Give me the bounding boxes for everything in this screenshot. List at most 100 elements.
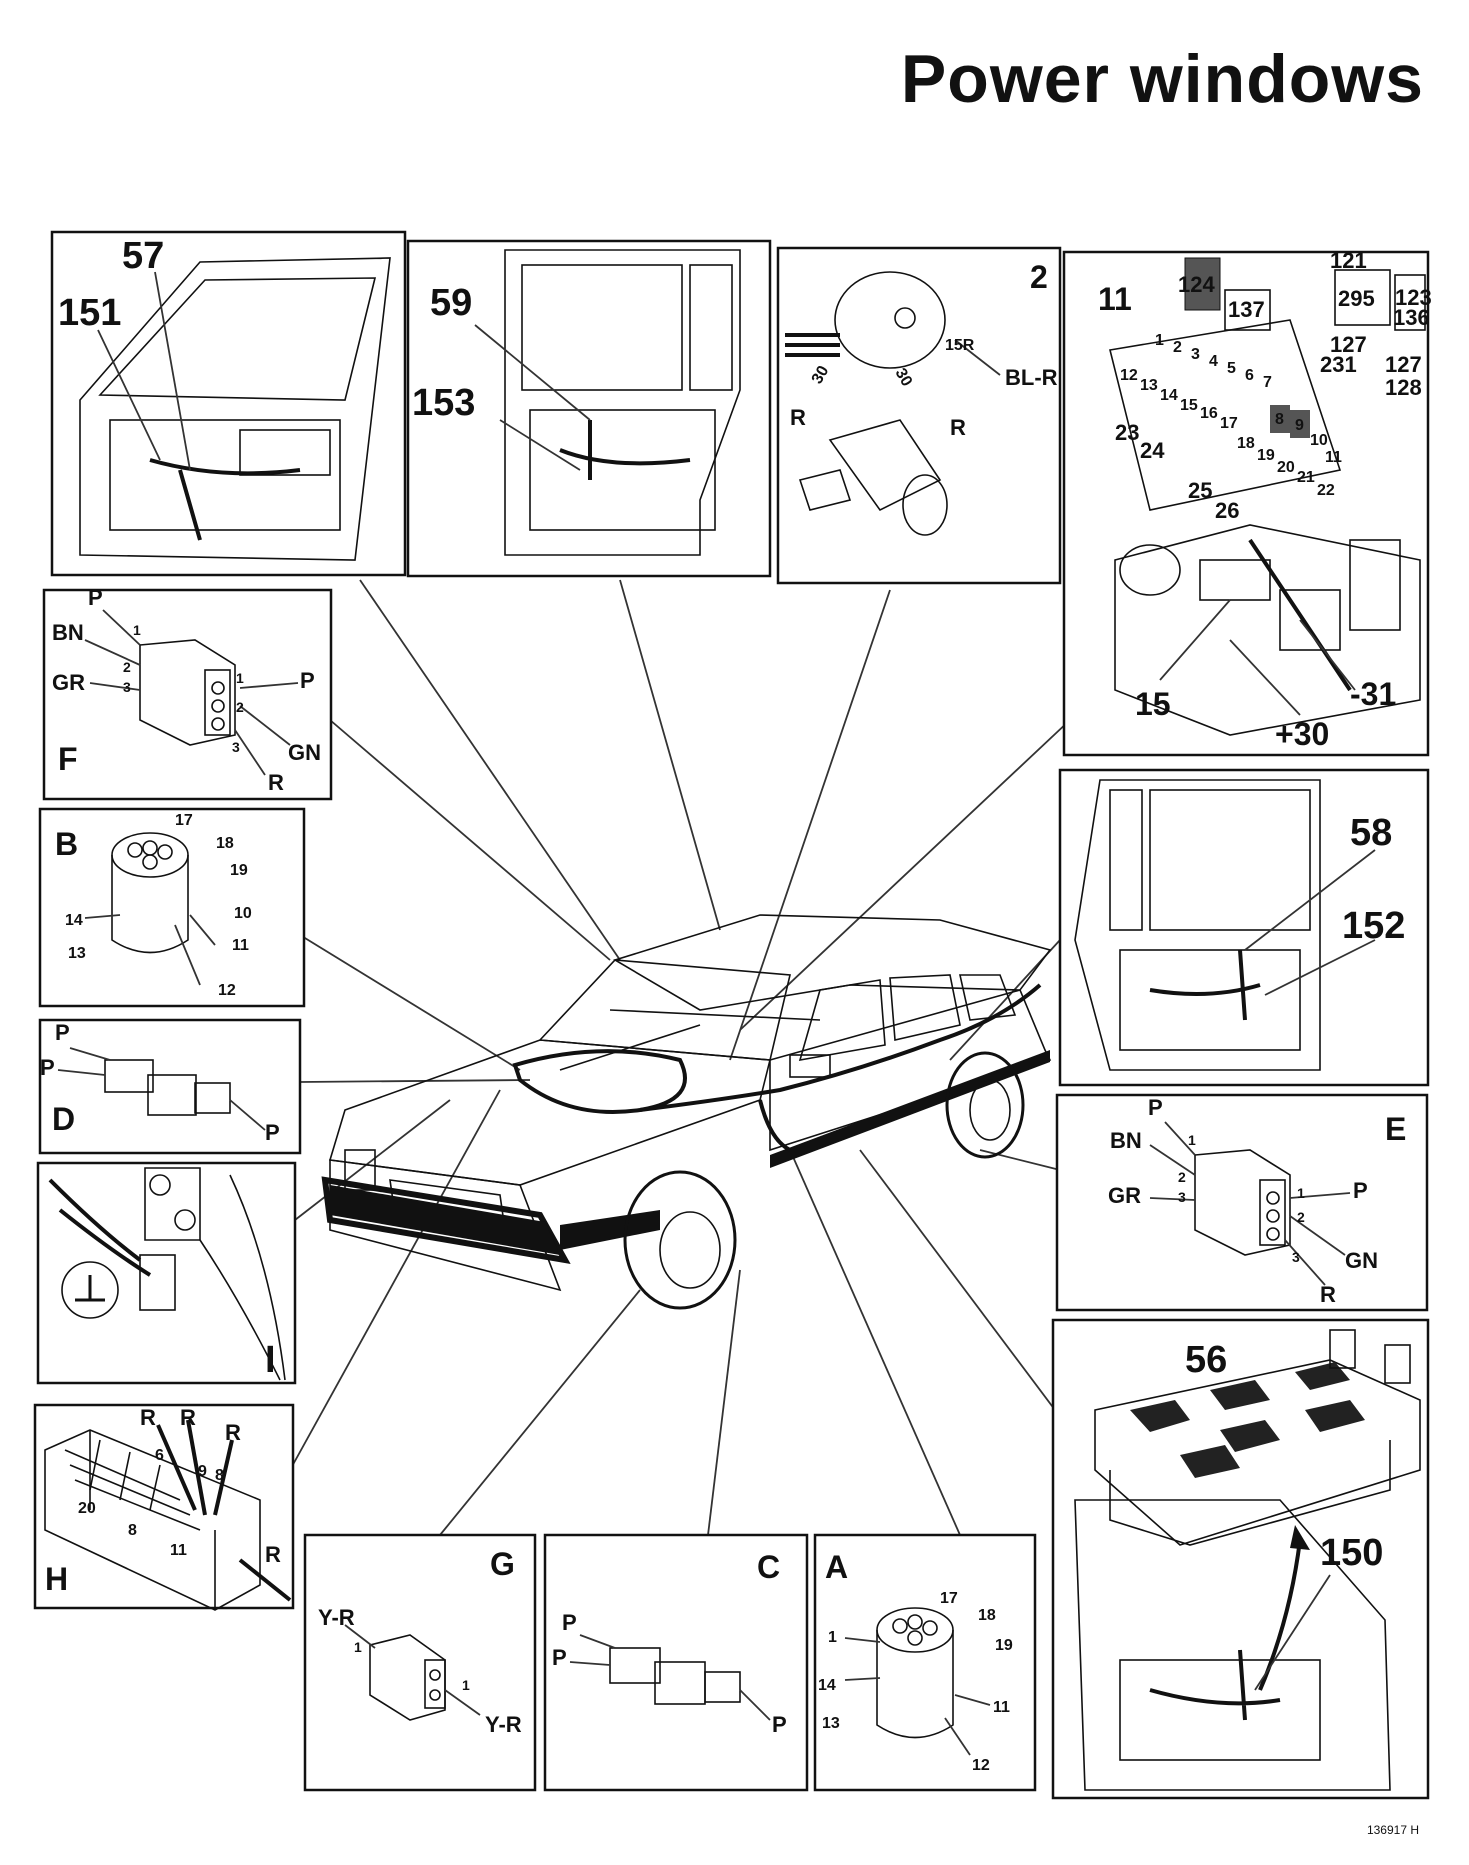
panel-letter-b: B (55, 826, 78, 862)
fuse-12: 12 (1120, 367, 1138, 384)
relay-127b: 127 (1385, 352, 1422, 377)
leader-lines (289, 579, 1071, 1536)
e-wire-gr: GR (1108, 1183, 1141, 1208)
panel-letter-f: F (58, 741, 78, 777)
terminal-15: 15 (1135, 686, 1171, 722)
f-wire-gn: GN (288, 740, 321, 765)
fuse-label-26: 26 (1215, 498, 1239, 523)
label-150: 150 (1320, 1532, 1383, 1574)
label-11: 11 (1098, 281, 1132, 317)
wire-30-right: 30 (892, 366, 916, 390)
panel-letter-e: E (1385, 1111, 1406, 1147)
panel-i: I (36, 1161, 297, 1385)
relay-136: 136 (1393, 305, 1430, 330)
wire-r-left: R (790, 405, 806, 430)
fuse-21: 21 (1297, 469, 1315, 486)
h-wire-r-4: R (265, 1542, 281, 1567)
a-pin-11: 11 (993, 1699, 1010, 1716)
f-wire-bn: BN (52, 620, 84, 645)
panel-letter-g: G (490, 1546, 515, 1582)
f-pin-1-left: 1 (133, 622, 141, 638)
e-pin-1-left: 1 (1188, 1132, 1196, 1148)
relay-123: 123 (1395, 285, 1432, 310)
h-pin-6: 6 (155, 1447, 164, 1464)
a-pin-1: 1 (828, 1629, 837, 1646)
a-pin-18: 18 (978, 1607, 996, 1624)
e-pin-2-right: 2 (1297, 1209, 1305, 1225)
panel-rear-door-top: 59 153 (406, 239, 772, 578)
fuse-1: 1 (1155, 332, 1164, 349)
b-pin-12: 12 (218, 982, 236, 999)
g-pin-1-left: 1 (354, 1639, 362, 1655)
panel-h: R R R R 6 9 8 20 8 11 H (33, 1403, 295, 1611)
panel-letter-d: D (52, 1101, 75, 1137)
b-pin-14: 14 (65, 912, 83, 929)
fuse-10: 10 (1310, 432, 1328, 449)
h-pin-11: 11 (170, 1542, 187, 1559)
fuse-label-23: 23 (1115, 420, 1139, 445)
label-57: 57 (122, 235, 164, 277)
c-wire-p-left: P (552, 1645, 567, 1670)
b-pin-10: 10 (234, 905, 252, 922)
wire-30-left: 30 (809, 363, 833, 387)
a-pin-13: 13 (822, 1715, 840, 1732)
fuse-13: 13 (1140, 377, 1158, 394)
a-pin-19: 19 (995, 1637, 1013, 1654)
label-56: 56 (1185, 1339, 1227, 1381)
c-wire-p-top: P (562, 1610, 577, 1635)
document-reference: 136917 H (1366, 1823, 1419, 1837)
h-pin-9: 9 (198, 1463, 207, 1480)
label-152: 152 (1342, 905, 1405, 947)
car-illustration (321, 914, 1052, 1310)
panel-letter-c: C (757, 1549, 780, 1585)
panel-fusebox: 124 137 121 295 123 136 127 231 127 128 … (1062, 248, 1432, 757)
panel-a: A 17 18 19 1 14 13 11 12 (813, 1533, 1037, 1792)
e-wire-p-top: P (1148, 1095, 1163, 1120)
fuse-8: 8 (1275, 411, 1284, 428)
fuse-3: 3 (1191, 346, 1200, 363)
panel-ignition-switch: 2 30 15R BL-R R 30 R (776, 246, 1062, 585)
a-pin-17: 17 (940, 1590, 958, 1607)
label-2: 2 (1030, 259, 1048, 295)
panel-b: B 17 18 19 10 14 13 11 12 (38, 807, 306, 1008)
c-wire-p-right: P (772, 1712, 787, 1737)
panel-rear-door-right: 58 152 (1058, 768, 1430, 1087)
h-wire-r-1: R (140, 1405, 156, 1430)
g-pin-1-right: 1 (462, 1677, 470, 1693)
e-pin-1-right: 1 (1297, 1185, 1305, 1201)
f-wire-p-right: P (300, 668, 315, 693)
fuse-16: 16 (1200, 405, 1218, 422)
g-wire-yr-right: Y-R (485, 1712, 522, 1737)
h-pin-8b: 8 (128, 1522, 137, 1539)
fuse-5: 5 (1227, 360, 1236, 377)
wire-bl-r: BL-R (1005, 365, 1058, 390)
fuse-4: 4 (1209, 353, 1218, 370)
wire-r-right: R (950, 415, 966, 440)
relay-127a: 127 (1330, 332, 1367, 357)
relay-137: 137 (1228, 297, 1265, 322)
wire-15r: 15R (945, 337, 975, 354)
fuse-14: 14 (1160, 387, 1178, 404)
e-wire-p-right: P (1353, 1178, 1368, 1203)
h-wire-r-3: R (225, 1420, 241, 1445)
panel-c: C P P P (543, 1533, 809, 1792)
fuse-label-24: 24 (1140, 438, 1165, 463)
relay-295: 295 (1338, 286, 1375, 311)
panel-g: G Y-R Y-R 1 1 (303, 1533, 537, 1792)
fuse-2: 2 (1173, 339, 1182, 356)
terminal-minus31: -31 (1350, 676, 1396, 712)
label-153: 153 (412, 382, 475, 424)
f-pin-3-left: 3 (123, 679, 131, 695)
label-58: 58 (1350, 812, 1392, 854)
h-pin-8a: 8 (215, 1467, 224, 1484)
e-wire-bn: BN (1110, 1128, 1142, 1153)
b-pin-13: 13 (68, 945, 86, 962)
label-59: 59 (430, 282, 472, 324)
d-wire-p-left: P (40, 1055, 55, 1080)
terminal-plus30: +30 (1275, 716, 1329, 752)
fuse-18: 18 (1237, 435, 1255, 452)
page-title: Power windows (900, 41, 1424, 117)
relay-128: 128 (1385, 375, 1422, 400)
a-pin-12: 12 (972, 1757, 990, 1774)
